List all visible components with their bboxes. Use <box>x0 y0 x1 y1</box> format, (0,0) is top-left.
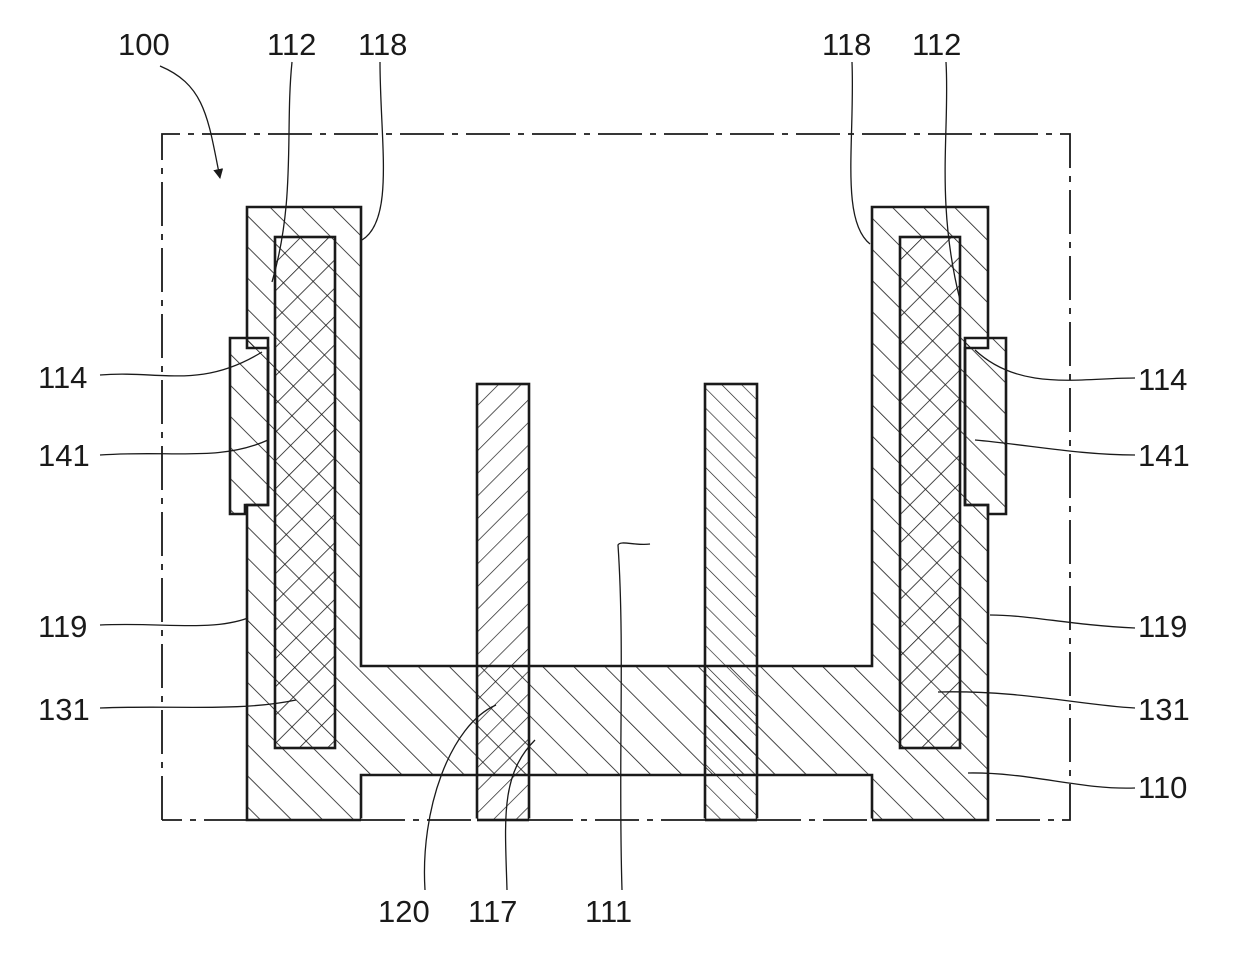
label-112-right: 112 <box>912 27 961 62</box>
label-118-right: 118 <box>822 27 871 62</box>
leader-119-left <box>100 618 248 626</box>
leader-119-right <box>990 615 1135 628</box>
label-112-left: 112 <box>267 27 316 62</box>
label-110: 110 <box>1138 770 1187 805</box>
label-114-right: 114 <box>1138 362 1187 397</box>
label-119-right: 119 <box>1138 609 1187 644</box>
label-118-left: 118 <box>358 27 407 62</box>
label-141-right: 141 <box>1138 438 1190 473</box>
housing-body <box>247 207 988 820</box>
leader-118-right <box>851 62 870 244</box>
insert-right <box>900 237 960 748</box>
label-assembly-100: 100 <box>118 27 170 62</box>
pin-left <box>477 384 529 820</box>
label-131-right: 131 <box>1138 692 1190 727</box>
leader-110 <box>968 773 1135 788</box>
insert-left <box>275 237 335 748</box>
label-117: 117 <box>468 894 517 929</box>
label-120: 120 <box>378 894 430 929</box>
leader-118-left <box>362 62 383 240</box>
ring-right <box>965 338 1006 514</box>
ring-left <box>230 338 268 514</box>
label-141-left: 141 <box>38 438 90 473</box>
label-119-left: 119 <box>38 609 87 644</box>
label-111: 111 <box>585 894 632 929</box>
pin-right <box>705 384 757 820</box>
label-114-left: 114 <box>38 360 87 395</box>
label-131-left: 131 <box>38 692 90 727</box>
assembly-arrow <box>160 66 220 178</box>
